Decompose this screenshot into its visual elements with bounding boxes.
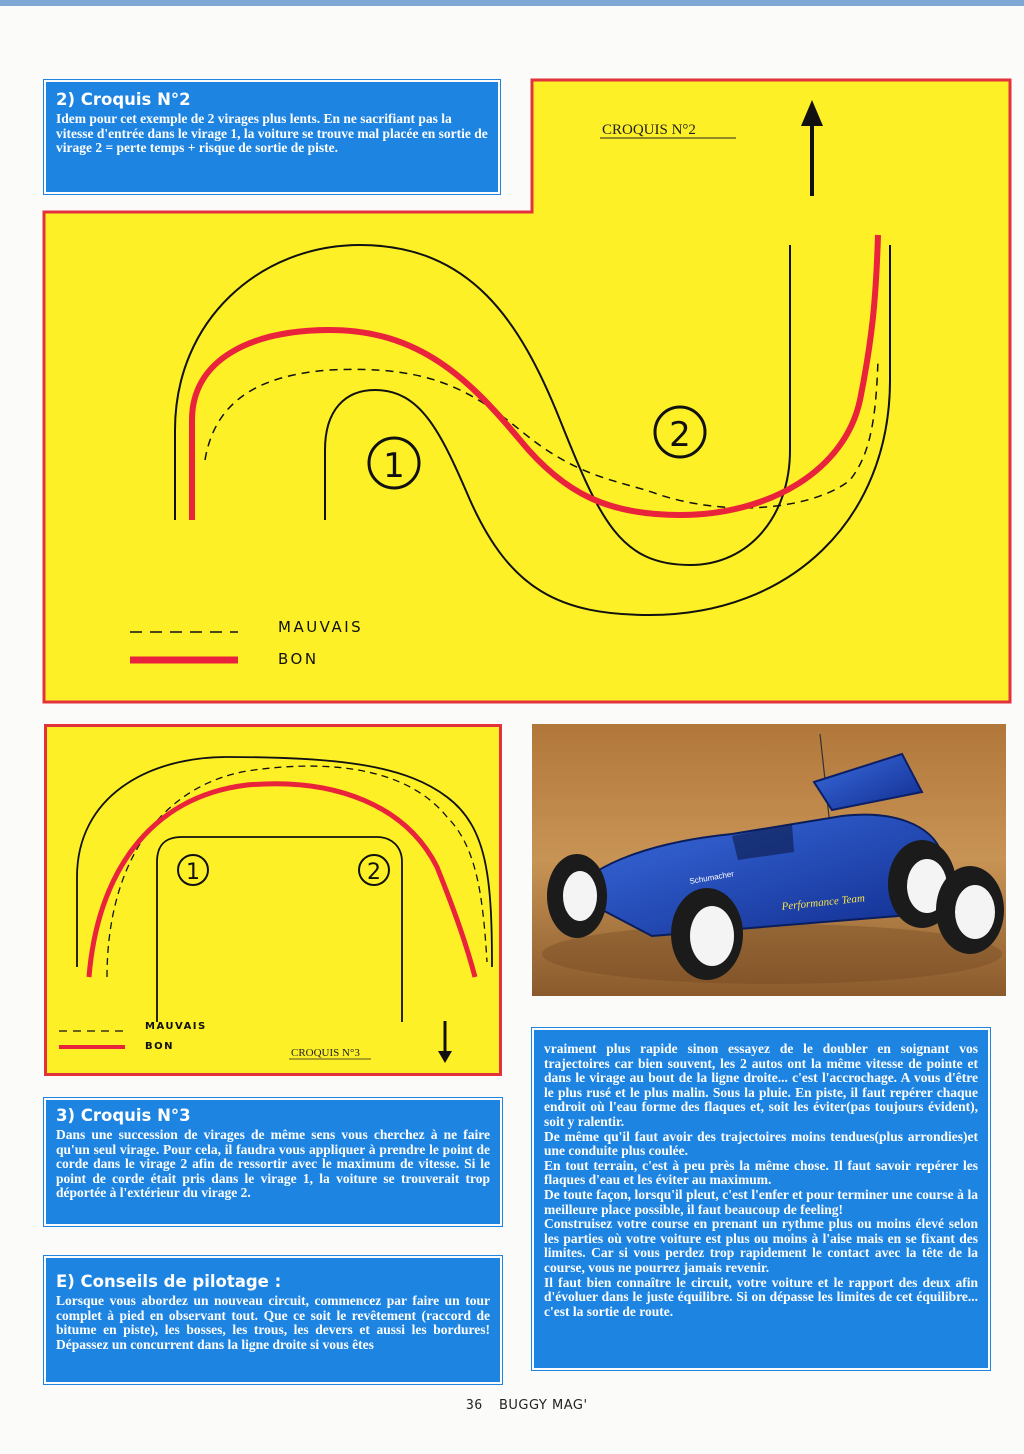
buggy-photo: Performance Team Schumacher [532, 724, 1006, 996]
right-paragraph-4: De toute façon, lorsqu'il pleut, c'est l… [544, 1186, 978, 1217]
track-outer-right-edge [324, 245, 891, 617]
croquis3-text-box: 3) Croquis N°3 Dans une succession de vi… [43, 1097, 503, 1227]
croquis3-diagram: 1 2 MAUVAIS BON CROQUIS N°3 [59, 756, 493, 1063]
conseils-text-box: E) Conseils de pilotage : Lorsque vous a… [43, 1255, 503, 1385]
up-arrow-icon [801, 100, 823, 126]
croquis3-caption: CROQUIS N°3 [291, 1047, 360, 1059]
legend-mauvais: MAUVAIS [145, 1021, 207, 1032]
legend-bon: BON [278, 650, 319, 668]
top-border [0, 0, 1024, 6]
croquis2-title: 2) Croquis N°2 [56, 90, 191, 109]
right-paragraph-6: Il faut bien connaître le circuit, votre… [544, 1274, 978, 1319]
front-left-rim [563, 871, 597, 921]
cockpit [732, 824, 794, 860]
croquis2-caption: CROQUIS N°2 [602, 122, 696, 138]
page-number: 36 [466, 1398, 483, 1413]
turn-2-label: 2 [669, 415, 691, 455]
shadow [542, 924, 1002, 984]
right-paragraph-2: De même qu'il faut avoir des trajectoire… [544, 1128, 978, 1159]
croquis2-text-box: 2) Croquis N°2 Idem pour cet exemple de … [43, 79, 501, 195]
right-paragraph-1: vraiment plus rapide sinon essayez de le… [544, 1041, 978, 1129]
magazine-name: BUGGY MAG' [498, 1398, 588, 1413]
croquis3-panel: 1 2 MAUVAIS BON CROQUIS N°3 [44, 724, 502, 1076]
line-mauvais [204, 359, 879, 509]
turn-1-marker [177, 854, 209, 886]
croquis3-text: Dans une succession de virages de même s… [56, 1127, 490, 1200]
legend-mauvais: MAUVAIS [278, 618, 363, 636]
right-text-box: vraiment plus rapide sinon essayez de le… [531, 1027, 991, 1371]
track-inner-edge [156, 836, 403, 1022]
legend-bon: BON [145, 1041, 174, 1052]
conseils-text: Lorsque vous abordez un nouveau circuit,… [56, 1293, 490, 1352]
croquis3-title: 3) Croquis N°3 [56, 1106, 191, 1125]
down-arrow-icon [438, 1051, 452, 1063]
buggy-body [570, 813, 944, 938]
right-paragraph-3: En tout terrain, c'est à peu près la mêm… [544, 1157, 978, 1188]
turn-2-label: 2 [367, 860, 381, 885]
page-footer: 36 BUGGY MAG' [466, 1398, 588, 1413]
turn-1-label: 1 [383, 446, 405, 486]
rear-wing [812, 752, 924, 812]
track-outer-edge [76, 756, 493, 968]
line-bon [189, 234, 881, 520]
conseils-title: E) Conseils de pilotage : [56, 1272, 282, 1291]
front-right-rim [690, 906, 734, 966]
track-inner-left-edge [174, 243, 791, 567]
line-mauvais [106, 765, 488, 978]
croquis2-diagram: CROQUIS N°2 1 2 MAUVAIS BON [42, 78, 1012, 704]
turn-2-marker [358, 854, 390, 886]
turn-1-marker [367, 436, 421, 490]
croquis2-panel [42, 78, 1012, 704]
croquis2-text: Idem pour cet exemple de 2 virages plus … [56, 111, 488, 155]
turn-1-label: 1 [186, 860, 200, 885]
buggy-illustration: Performance Team Schumacher [532, 724, 1006, 996]
right-paragraph-5: Construisez votre course en prenant un r… [544, 1216, 978, 1275]
rear-right-rim [955, 885, 995, 939]
turn-2-marker [653, 405, 707, 459]
line-bon [86, 781, 478, 978]
